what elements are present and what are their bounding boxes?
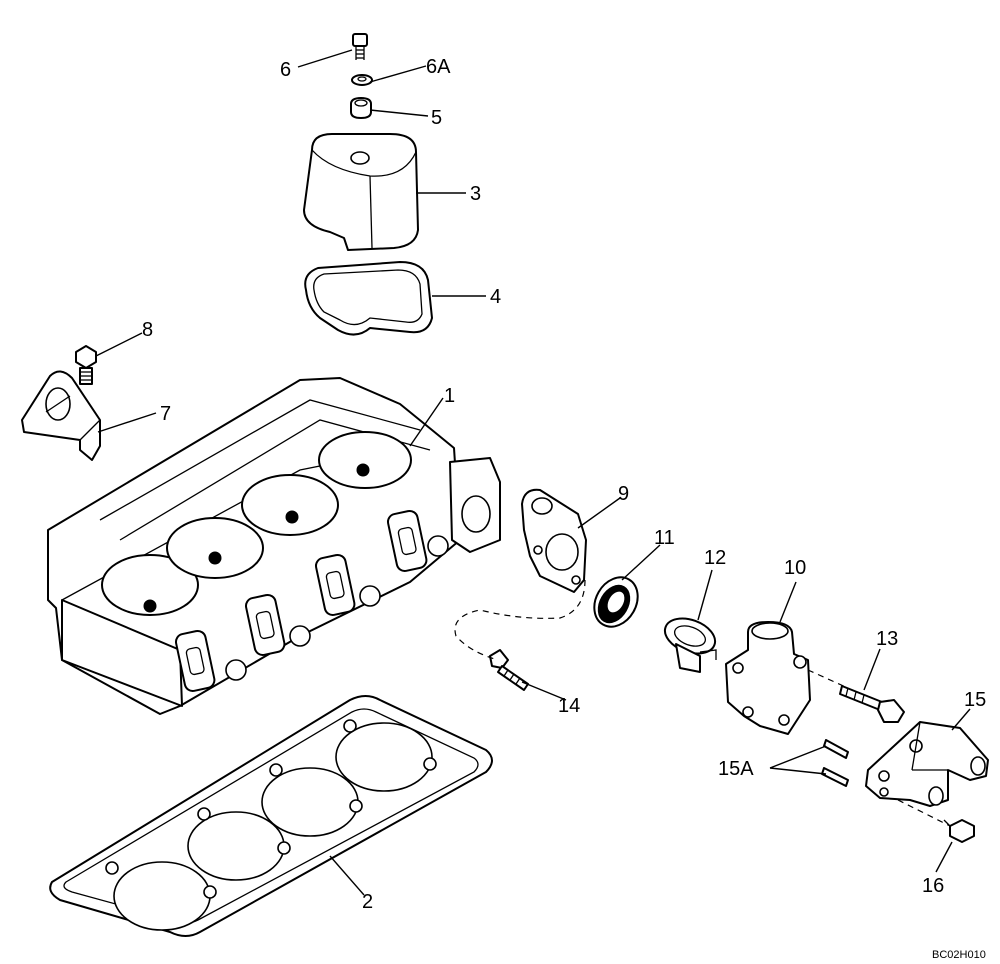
- callout-13: 13: [876, 628, 898, 650]
- part-6-bolt: [352, 33, 368, 60]
- part-13-bolt: [839, 685, 905, 723]
- callout-2: 2: [362, 891, 373, 913]
- part-9-thermostat-gasket: [521, 488, 587, 593]
- part-1-cylinder-head: [47, 377, 501, 715]
- part-5-grommet: [350, 97, 372, 119]
- leader-lines: [95, 49, 971, 896]
- callout-9: 9: [618, 483, 629, 505]
- callout-15: 15: [964, 689, 986, 711]
- callout-15a: 15A: [718, 758, 754, 780]
- phantom-lines: [454, 579, 951, 827]
- part-16-bolt: [943, 819, 975, 843]
- callout-6: 6: [280, 59, 291, 81]
- callout-labels: 6 6A 5 3 4 8 7 1 2 9 11 12 10 13 14 15 1…: [142, 56, 986, 913]
- callout-1: 1: [444, 385, 455, 407]
- part-3-valve-cover: [303, 133, 419, 251]
- part-6a-washer: [351, 74, 373, 86]
- part-12-thermostat: [663, 617, 717, 673]
- callout-11: 11: [654, 527, 675, 549]
- callout-12: 12: [704, 547, 726, 569]
- callout-6a: 6A: [426, 56, 451, 78]
- callout-4: 4: [490, 286, 501, 308]
- callout-16: 16: [922, 875, 944, 897]
- part-2-head-gasket: [49, 695, 493, 937]
- drawing-code: BC02H010: [932, 949, 986, 961]
- part-15a-dowel-pins: [821, 739, 849, 787]
- callout-3: 3: [470, 183, 481, 205]
- part-11-seal-ring: [593, 576, 639, 628]
- part-10-thermostat-housing: [725, 621, 811, 735]
- part-4-cover-gasket: [304, 261, 433, 336]
- callout-7: 7: [160, 403, 171, 425]
- callout-14: 14: [558, 695, 580, 717]
- part-14-bolt: [489, 649, 529, 691]
- callout-8: 8: [142, 319, 153, 341]
- callout-5: 5: [431, 107, 442, 129]
- callout-10: 10: [784, 557, 806, 579]
- part-8-bolt: [75, 345, 97, 385]
- part-15-bracket: [865, 721, 989, 807]
- part-7-lifting-bracket: [21, 370, 101, 461]
